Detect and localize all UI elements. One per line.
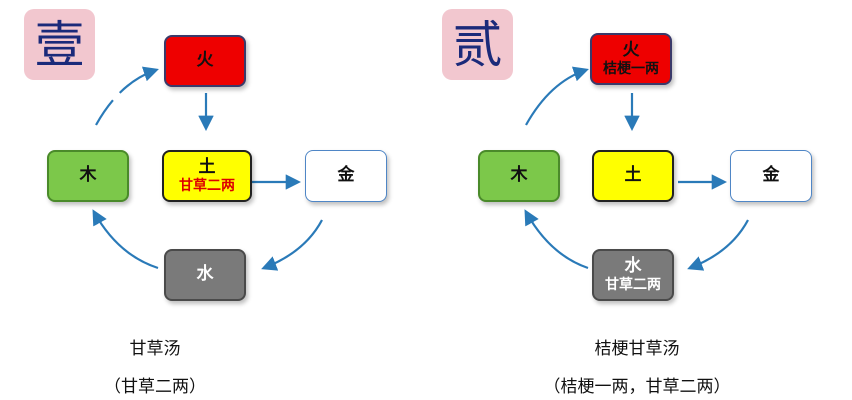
earth-label: 土	[198, 157, 216, 178]
fire-node: 火	[164, 35, 246, 87]
arrow-wood-to-fire	[525, 66, 589, 126]
water-node: 水 甘草二两	[592, 249, 674, 301]
wood-node: 木	[47, 150, 129, 202]
water-herb-dosage: 甘草二两	[605, 276, 661, 293]
panel-number-badge: 壹	[24, 9, 95, 80]
formula-dosage: （桔梗一两，甘草二两）	[543, 377, 731, 397]
formula-dosage: （甘草二两）	[104, 377, 206, 397]
cycle-arrows	[92, 66, 323, 271]
wood-label: 木	[79, 165, 97, 186]
metal-node: 金	[730, 150, 812, 202]
wood-label: 木	[510, 165, 528, 186]
fire-node: 火 桔梗一两	[590, 33, 672, 85]
fire-label: 火	[622, 40, 640, 61]
arrow-metal-to-water	[687, 219, 749, 271]
left-diagram-panel: 壹 火 土 甘草二两 木 金 水 甘草汤 （甘草二两）	[24, 9, 387, 397]
arrow-water-to-wood	[524, 209, 589, 270]
fire-herb-dosage: 桔梗一两	[603, 60, 659, 77]
water-label: 水	[624, 256, 642, 277]
earth-node: 土	[592, 150, 674, 202]
water-node: 水	[164, 249, 246, 301]
water-label: 水	[196, 264, 214, 285]
right-diagram-panel: 贰 火 桔梗一两 土 木 金 水 甘草二两 桔梗甘草汤 （桔梗一两，甘草二两）	[426, 0, 852, 400]
formula-title: 桔梗甘草汤	[594, 339, 680, 359]
arrow-wood-to-fire	[95, 66, 159, 126]
arrow-water-to-wood	[92, 209, 159, 270]
earth-node: 土 甘草二两	[162, 150, 252, 202]
arrow-metal-to-water	[261, 219, 323, 271]
earth-herb-dosage: 甘草二两	[179, 177, 235, 194]
wood-node: 木	[478, 150, 560, 202]
metal-label: 金	[762, 165, 780, 186]
metal-label: 金	[337, 165, 355, 186]
cycle-arrows	[524, 66, 749, 271]
earth-label: 土	[624, 165, 642, 186]
metal-node: 金	[305, 150, 387, 202]
fire-label: 火	[196, 50, 214, 71]
panel-number-badge: 贰	[442, 9, 513, 80]
formula-title: 甘草汤	[129, 339, 181, 359]
